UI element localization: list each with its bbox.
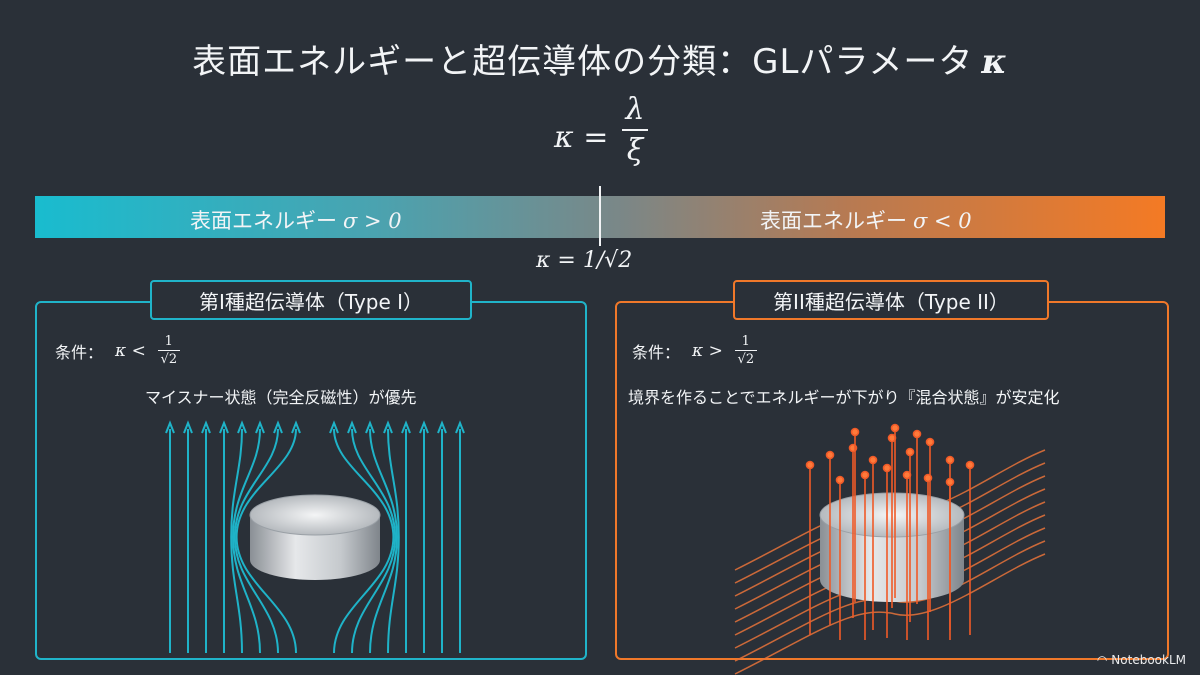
title-kappa: κ (981, 42, 1008, 82)
vortex-head (945, 477, 955, 487)
formula-lhs: κ = (554, 120, 609, 155)
notebooklm-logo-icon: ◠ (1096, 653, 1108, 667)
fraction-bar (622, 129, 648, 131)
type2-frac-num: 1 (741, 334, 750, 349)
field-line (230, 428, 243, 654)
vortex-head (925, 437, 935, 447)
formula-denominator: ξ (626, 133, 644, 168)
type2-description: 境界を作ることでエネルギーが下がり『混合状態』が安定化 (628, 388, 1060, 407)
vortex-head (868, 455, 878, 465)
field-line (235, 428, 297, 654)
field-line (351, 428, 397, 654)
vortex-head (890, 423, 900, 433)
scale-left-text: 表面エネルギー (190, 209, 337, 233)
type2-condition-lhs: κ > (692, 340, 723, 361)
field-arrow-icon (455, 420, 465, 434)
field-arrow-icon (183, 420, 193, 434)
field-arrow-icon (201, 420, 211, 434)
field-arrow-icon (255, 420, 265, 434)
field-arrow-icon (219, 420, 229, 434)
vortex-head (923, 473, 933, 483)
type2-frac-den: √2 (737, 352, 755, 367)
scale-right-text: 表面エネルギー (760, 209, 907, 233)
type1-condition-lhs: κ < (115, 340, 146, 361)
vortex-head (805, 460, 815, 470)
type1-condition-label: 条件： (55, 342, 104, 362)
mixed-state-illustration (734, 423, 1046, 675)
vortex-head (945, 455, 955, 465)
superconductor-cylinder-type1 (249, 494, 381, 580)
vortex-head (882, 463, 892, 473)
type1-tab: 第I種超伝導体（Type I） (150, 280, 472, 320)
vortex-head (905, 447, 915, 457)
gl-formula: κ = λ ξ (540, 92, 660, 182)
vortex-head (850, 427, 860, 437)
type1-frac-num: 1 (164, 334, 173, 349)
vortex-head (912, 429, 922, 439)
field-arrow-icon (273, 420, 283, 434)
field-line (233, 428, 279, 654)
notebooklm-watermark: ◠ NotebookLM (1097, 653, 1186, 667)
field-arrow-icon (291, 420, 301, 434)
field-arrow-icon (165, 420, 175, 434)
type1-condition: 条件： κ < 1 √2 (55, 334, 180, 367)
field-arrow-icon (237, 420, 247, 434)
field-arrow-icon (347, 420, 357, 434)
field-arrow-icon (329, 420, 339, 434)
formula-numerator: λ (625, 92, 645, 127)
type1-description: マイスナー状態（完全反磁性）が優先 (145, 388, 417, 407)
threshold-divider (599, 186, 601, 246)
field-arrow-icon (419, 420, 429, 434)
type1-condition-fraction: 1 √2 (157, 334, 180, 367)
title-text: 表面エネルギーと超伝導体の分類：GLパラメータ (192, 42, 974, 82)
vortex-head (902, 470, 912, 480)
meissner-field-illustration (165, 420, 465, 654)
type1-frac-den: √2 (160, 352, 178, 367)
type2-tab: 第II種超伝導体（Type II） (733, 280, 1049, 320)
field-line (387, 428, 400, 654)
type2-frac-bar (734, 350, 757, 351)
vortex-head (860, 470, 870, 480)
field-arrow-icon (383, 420, 393, 434)
field-arrow-icon (401, 420, 411, 434)
vortex-head (835, 475, 845, 485)
field-line (333, 428, 395, 654)
type2-condition-label: 条件： (632, 342, 681, 362)
type1-frac-bar (157, 350, 180, 351)
field-arrow-icon (365, 420, 375, 434)
type2-condition-fraction: 1 √2 (734, 334, 757, 367)
brand-text: NotebookLM (1111, 653, 1186, 667)
field-line (369, 428, 399, 654)
flow-line (734, 553, 1046, 675)
threshold-label: κ = 1/√2 (536, 248, 633, 273)
type2-condition: 条件： κ > 1 √2 (632, 334, 757, 367)
field-line (231, 428, 261, 654)
formula-fraction: λ ξ (622, 92, 648, 168)
vortex-head (965, 460, 975, 470)
scale-left-math: σ > 0 (343, 209, 402, 233)
vortex-head (825, 450, 835, 460)
field-arrow-icon (437, 420, 447, 434)
scale-right-math: σ < 0 (913, 209, 972, 233)
